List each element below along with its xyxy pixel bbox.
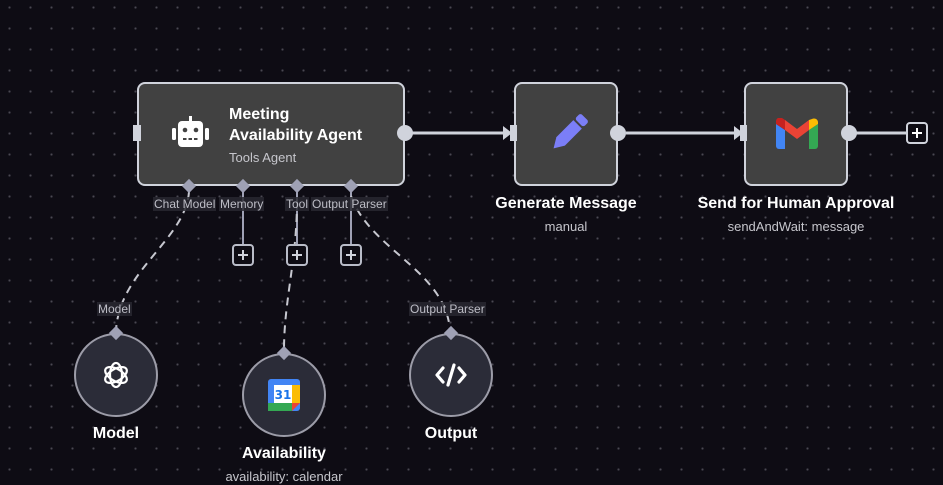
code-icon [435, 363, 467, 387]
node-availability[interactable]: 31 [242, 353, 326, 437]
node-title-line1: Meeting [229, 106, 290, 123]
calendar-day: 31 [275, 388, 292, 402]
availability-title: Availability [242, 445, 326, 462]
node-meeting-availability-agent[interactable]: Meeting Availability Agent Tools Agent [137, 82, 405, 186]
connection-availability-to-agent[interactable] [283, 199, 298, 351]
plus-icon [346, 250, 356, 260]
send-output-port[interactable] [841, 125, 857, 141]
availability-subtitle: availability: calendar [225, 469, 343, 484]
model-port-label: Model [97, 302, 132, 316]
google-calendar-icon: 31 [268, 379, 300, 411]
send-approval-subtitle: sendAndWait: message [727, 219, 865, 234]
node-send-for-human-approval[interactable] [744, 82, 848, 186]
port-label-output-parser: Output Parser [311, 197, 388, 211]
plus-icon [912, 128, 922, 138]
add-output-parser-button[interactable] [340, 244, 362, 266]
node-output[interactable] [409, 333, 493, 417]
arrowhead-generate [503, 126, 512, 140]
pencil-icon [544, 112, 590, 158]
node-title: Meeting Availability Agent [229, 104, 362, 146]
node-title-line2: Availability Agent [229, 127, 363, 144]
robot-icon [169, 116, 211, 152]
add-memory-button[interactable] [232, 244, 254, 266]
agent-output-port[interactable] [397, 125, 413, 141]
generate-output-port[interactable] [610, 125, 626, 141]
node-model[interactable] [74, 333, 158, 417]
arrowhead-send [734, 126, 743, 140]
output-title: Output [424, 425, 478, 442]
plus-icon [238, 250, 248, 260]
add-tool-button[interactable] [286, 244, 308, 266]
openai-icon [99, 358, 133, 392]
send-approval-title: Send for Human Approval [697, 195, 895, 212]
connection-output-to-agent[interactable] [350, 195, 451, 331]
gmail-icon [776, 118, 818, 150]
port-label-tool: Tool [285, 197, 310, 211]
port-label-memory: Memory [219, 197, 265, 211]
agent-input-port[interactable] [133, 125, 141, 141]
send-input-port[interactable] [740, 125, 747, 141]
node-subtitle: Tools Agent [229, 150, 297, 165]
generate-input-port[interactable] [510, 125, 517, 141]
add-next-node-button[interactable] [906, 122, 928, 144]
generate-message-subtitle: manual [544, 219, 588, 234]
node-generate-message[interactable] [514, 82, 618, 186]
port-label-chat-model: Chat Model [153, 197, 217, 211]
plus-icon [292, 250, 302, 260]
output-port-label: Output Parser [409, 302, 486, 316]
model-title: Model [92, 425, 140, 442]
generate-message-title: Generate Message [495, 195, 637, 212]
